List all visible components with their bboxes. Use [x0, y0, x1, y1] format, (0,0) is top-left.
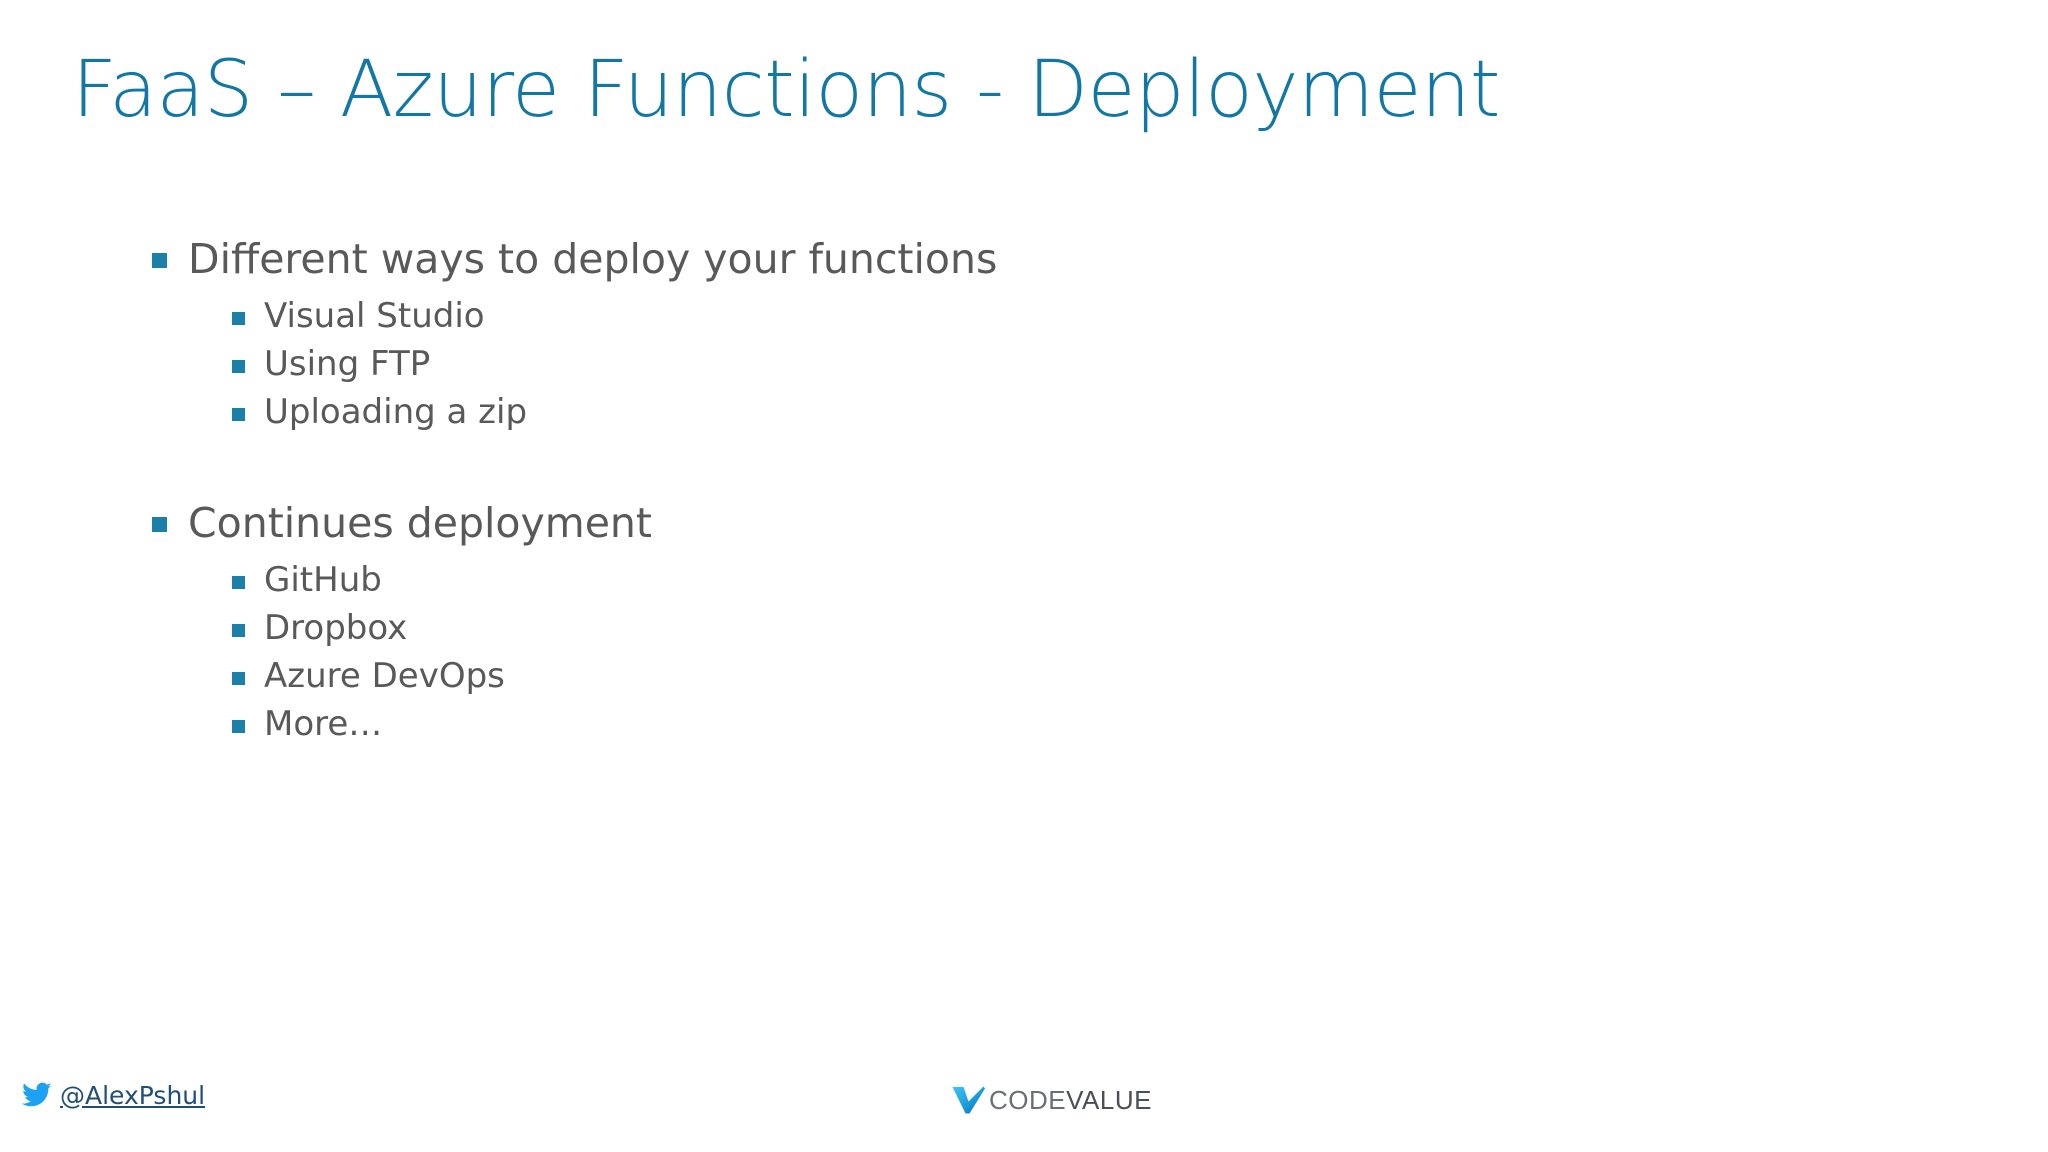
- bullet-level2-more: More…: [140, 702, 1640, 748]
- square-bullet-icon: [152, 253, 167, 268]
- bullet-level2-label: More…: [264, 704, 383, 744]
- bullet-group-spacer: [140, 438, 1640, 496]
- square-bullet-icon: [232, 672, 245, 685]
- bullet-level2-visual-studio: Visual Studio: [140, 294, 1640, 340]
- twitter-bird-icon: [22, 1082, 52, 1107]
- square-bullet-icon: [232, 720, 245, 733]
- page-title: FaaS – Azure Functions - Deployment: [72, 45, 1501, 135]
- codevalue-logo: CODEVALUE: [952, 1085, 1152, 1115]
- bullet-level2-github: GitHub: [140, 558, 1640, 604]
- bullet-level1-different-ways: Different ways to deploy your functions: [140, 232, 1640, 288]
- bullet-level2-label: Uploading a zip: [264, 392, 528, 432]
- bullet-level1-continues-deployment: Continues deployment: [140, 496, 1640, 552]
- square-bullet-icon: [232, 624, 245, 637]
- bullet-level2-label: Using FTP: [264, 344, 431, 384]
- bullet-level2-label: Visual Studio: [264, 296, 485, 336]
- square-bullet-icon: [232, 408, 245, 421]
- twitter-handle-link[interactable]: @AlexPshul: [22, 1082, 205, 1108]
- bullet-level2-azure-devops: Azure DevOps: [140, 654, 1640, 700]
- square-bullet-icon: [232, 360, 245, 373]
- bullet-level1-label: Different ways to deploy your functions: [188, 235, 998, 283]
- codevalue-wordmark-value: VALUE: [1066, 1085, 1152, 1115]
- bullet-level2-label: GitHub: [264, 560, 382, 600]
- twitter-handle-text: @AlexPshul: [60, 1080, 206, 1110]
- codevalue-wordmark-code: CODE: [989, 1085, 1067, 1115]
- bullet-level1-label: Continues deployment: [188, 499, 652, 547]
- codevalue-wordmark: CODEVALUE: [989, 1087, 1152, 1113]
- codevalue-check-icon: [952, 1086, 985, 1114]
- slide-body: Different ways to deploy your functions …: [140, 232, 1640, 750]
- bullet-level2-label: Azure DevOps: [264, 656, 505, 696]
- bullet-level2-label: Dropbox: [264, 608, 408, 648]
- square-bullet-icon: [232, 312, 245, 325]
- bullet-level2-using-ftp: Using FTP: [140, 342, 1640, 388]
- square-bullet-icon: [152, 517, 167, 532]
- bullet-level2-uploading-a-zip: Uploading a zip: [140, 390, 1640, 436]
- bullet-level2-dropbox: Dropbox: [140, 606, 1640, 652]
- square-bullet-icon: [232, 576, 245, 589]
